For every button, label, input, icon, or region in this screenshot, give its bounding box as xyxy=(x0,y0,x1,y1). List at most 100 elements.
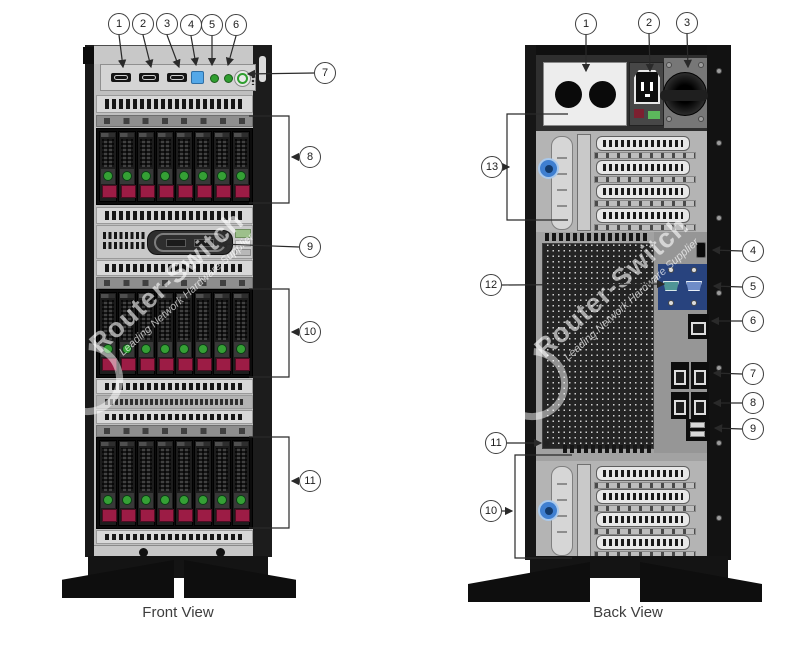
drive-tray xyxy=(137,292,155,375)
back-right-wall xyxy=(707,45,731,560)
pcie-slot xyxy=(594,136,698,160)
tray-latch xyxy=(215,358,231,371)
tray-latch xyxy=(139,185,155,198)
pcie-slot-cover xyxy=(596,512,690,527)
drive-tray xyxy=(156,131,174,202)
tray-vents xyxy=(216,300,228,340)
tray-latch xyxy=(234,358,250,371)
pcie-slot-cover xyxy=(596,136,690,151)
front-callout-usb-port-1: 1 xyxy=(108,13,130,35)
pcie-slot-retainer xyxy=(594,482,696,489)
vent-slots xyxy=(105,414,244,420)
front-callout-service-button: 4 xyxy=(180,14,202,36)
front-callout-usb-port-2: 2 xyxy=(132,13,154,35)
front-callout-middle-drive-cage: 10 xyxy=(299,321,321,343)
tray-vents xyxy=(216,139,228,167)
wall-screw xyxy=(716,515,722,521)
bezel-button xyxy=(139,548,148,557)
power-button xyxy=(234,70,251,87)
riser-thumbscrew xyxy=(538,500,559,521)
psu-region xyxy=(536,55,708,131)
front-callout-usb-port-3: 3 xyxy=(156,13,178,35)
rear-small-port xyxy=(696,242,706,258)
back-view-caption: Back View xyxy=(593,604,663,621)
rj45-jack xyxy=(674,400,686,415)
tray-release-button xyxy=(237,172,245,180)
tray-release-button xyxy=(161,345,169,353)
fan-screw xyxy=(666,116,672,122)
tray-vents xyxy=(121,139,133,167)
usb-slot xyxy=(690,431,705,437)
tray-label xyxy=(196,442,210,446)
tray-label xyxy=(120,442,134,446)
tray-vents xyxy=(140,448,152,491)
drive-tray xyxy=(232,292,250,375)
tray-label xyxy=(139,133,153,137)
rear-usb-ports xyxy=(686,419,710,441)
vent-dash-row xyxy=(563,445,651,453)
tray-release-button xyxy=(218,496,226,504)
tray-release-button xyxy=(123,345,131,353)
riser-latch-strip xyxy=(551,466,573,556)
tray-release-button xyxy=(180,345,188,353)
tray-release-button xyxy=(180,496,188,504)
drive-tray xyxy=(175,131,193,202)
inlet-pin xyxy=(641,82,644,91)
drive-tray xyxy=(232,131,250,202)
tray-label xyxy=(101,133,115,137)
vent-slots xyxy=(105,211,244,220)
back-callout-power-inlet: 2 xyxy=(638,12,660,34)
front-right-slot xyxy=(259,56,266,82)
tray-release-button xyxy=(199,496,207,504)
ilo-port xyxy=(688,314,709,339)
optical-eject-button xyxy=(166,239,186,247)
tray-release-button xyxy=(104,345,112,353)
upper-pcie-area xyxy=(536,131,707,232)
wall-screw xyxy=(716,290,722,296)
tray-latch xyxy=(158,509,174,522)
wall-screw xyxy=(716,215,722,221)
nic-port-3 xyxy=(671,392,689,419)
tray-latch xyxy=(196,358,212,371)
pcie-slot xyxy=(594,489,698,512)
vent-strip xyxy=(96,379,253,394)
pcie-slot xyxy=(594,512,698,535)
tray-latch xyxy=(177,509,193,522)
pcie-slot-retainer xyxy=(594,200,696,207)
pcie-slot-retainer xyxy=(594,176,696,183)
wall-screw xyxy=(716,68,722,74)
tray-label xyxy=(196,294,210,298)
back-callout-ilo-port: 6 xyxy=(742,310,764,332)
tray-release-button xyxy=(237,496,245,504)
tray-label xyxy=(158,294,172,298)
thumbscrew-center xyxy=(544,164,553,173)
tray-latch xyxy=(139,509,155,522)
tray-vents xyxy=(102,300,114,340)
power-inlet xyxy=(634,70,660,104)
tray-vents xyxy=(102,139,114,167)
tray-latch xyxy=(196,509,212,522)
usb-port-1 xyxy=(111,73,131,82)
drive-tray xyxy=(156,440,174,526)
bay-ticks xyxy=(104,280,245,286)
pcie-slot-cover xyxy=(596,466,690,481)
service-button xyxy=(191,71,204,84)
drive-tray xyxy=(194,440,212,526)
vga-port xyxy=(684,266,705,308)
tray-vents xyxy=(140,300,152,340)
vent-strip xyxy=(96,260,253,276)
tray-vents xyxy=(235,139,247,167)
psu-latch-red xyxy=(634,109,644,118)
back-callout-usb-ports: 9 xyxy=(742,418,764,440)
tray-latch xyxy=(177,358,193,371)
media-vents xyxy=(103,242,147,249)
vent-slots xyxy=(105,264,244,272)
tray-release-button xyxy=(199,345,207,353)
bezel-button xyxy=(216,548,225,557)
tray-latch xyxy=(120,358,136,371)
tray-latch xyxy=(196,185,212,198)
tray-latch xyxy=(234,185,250,198)
tray-latch xyxy=(158,185,174,198)
